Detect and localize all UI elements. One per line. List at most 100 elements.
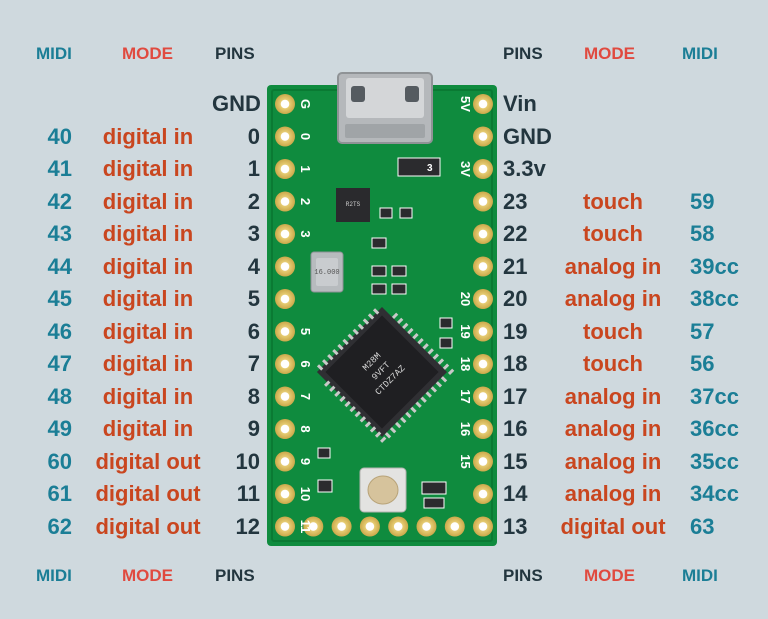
left-pin-pad <box>275 451 295 472</box>
silkscreen-label: 7 <box>298 393 313 400</box>
pin-label: 9 <box>247 416 260 441</box>
chip-lead <box>415 401 422 408</box>
chip-lead <box>339 395 346 403</box>
chip-lead <box>327 354 334 361</box>
pin-mode: digital in <box>102 221 194 246</box>
pin-label: GND <box>212 91 261 116</box>
chip-lead <box>354 411 361 418</box>
right-pin-pad <box>473 191 493 212</box>
pin-label: Vin <box>503 91 537 116</box>
pin-label: 1 <box>247 156 260 181</box>
chip-lead <box>347 333 354 341</box>
pin-label: 16 <box>503 416 528 441</box>
program-button[interactable] <box>359 467 407 513</box>
left-pin-pad <box>275 516 295 537</box>
silkscreen-label: 11 <box>298 520 313 534</box>
header-mode-bottom-right: MODE <box>584 566 635 585</box>
pin-label: 14 <box>503 481 528 506</box>
pin-mode: digital in <box>102 286 194 311</box>
midi-number: 38cc <box>690 286 739 311</box>
bottom-pin-pad <box>388 516 409 537</box>
pin-mode: analog in <box>564 448 662 474</box>
chip-lead <box>437 358 445 365</box>
header-pins-top-left: PINS <box>215 44 255 63</box>
pin-mode: analog in <box>564 253 662 279</box>
pin-mode: digital in <box>102 188 194 214</box>
left-pin-pad <box>275 289 295 309</box>
right-pin-pad <box>473 419 493 439</box>
chip-lead <box>430 386 438 393</box>
midi-number: 58 <box>690 221 715 246</box>
midi-number: 63 <box>690 513 715 539</box>
chip-lead <box>362 318 370 325</box>
silkscreen-label: 5V <box>458 96 473 112</box>
right-pin-pad <box>473 386 493 407</box>
crystal: 16.000 <box>310 251 344 293</box>
midi-number: 42 <box>47 188 72 214</box>
silkscreen-label: 1 <box>298 165 313 172</box>
chip-lead <box>324 380 331 387</box>
chip-lead <box>369 426 377 433</box>
left-pad-column <box>275 94 295 537</box>
header-midi-bottom-left: MIDI <box>36 566 72 585</box>
chip-lead <box>389 427 397 434</box>
chip-lead <box>425 391 432 398</box>
chip-lead <box>332 348 339 356</box>
chip-lead <box>391 312 399 319</box>
chip-lead <box>352 328 359 335</box>
pin-label: 6 <box>247 318 260 344</box>
silkscreen-label: 2 <box>298 198 313 205</box>
silkscreen-label: 3V <box>458 161 473 177</box>
pin-label: 12 <box>235 513 260 539</box>
chip-lead <box>417 338 424 345</box>
midi-number: 43 <box>47 221 72 246</box>
midi-number: 45 <box>47 286 72 311</box>
pin-label: GND <box>503 123 552 149</box>
pin-mode: digital in <box>102 416 194 441</box>
pin-mode: digital out <box>95 448 201 474</box>
chip-lead <box>412 332 419 340</box>
midi-number: 48 <box>47 383 72 409</box>
midi-number: 47 <box>47 351 72 376</box>
right-pin-pad <box>473 224 493 244</box>
pin-mode: analog in <box>564 416 662 441</box>
pin-mode: digital in <box>102 253 194 279</box>
pin-label: 3 <box>247 221 260 246</box>
pin-label: 20 <box>503 286 528 311</box>
header-mode-bottom-left: MODE <box>122 566 173 585</box>
bottom-pad-row <box>303 516 465 537</box>
left-pin-pad <box>275 484 295 504</box>
pin-label: 22 <box>503 221 528 246</box>
chip-lead <box>384 432 392 439</box>
silkscreen-label: 6 <box>298 360 313 367</box>
left-pin-row: 42 digital in 2 <box>0 186 270 218</box>
silkscreen-label: 20 <box>458 292 473 306</box>
silkscreen-label: 18 <box>458 357 473 371</box>
silkscreen-label: 8 <box>298 425 313 432</box>
chip-lead <box>410 406 417 414</box>
pin-label: 4 <box>247 253 260 279</box>
right-pad-column <box>473 94 493 537</box>
right-pin-pad <box>473 126 493 147</box>
pin-mode: analog in <box>564 481 662 506</box>
chip-lead <box>447 368 455 375</box>
chip-lead <box>367 313 375 320</box>
chip-lead <box>342 338 349 346</box>
right-pin-pad <box>473 321 493 342</box>
pin-label: 2 <box>247 188 260 214</box>
bottom-pin-pad <box>416 516 437 537</box>
small-chip: R2TS <box>336 188 370 222</box>
